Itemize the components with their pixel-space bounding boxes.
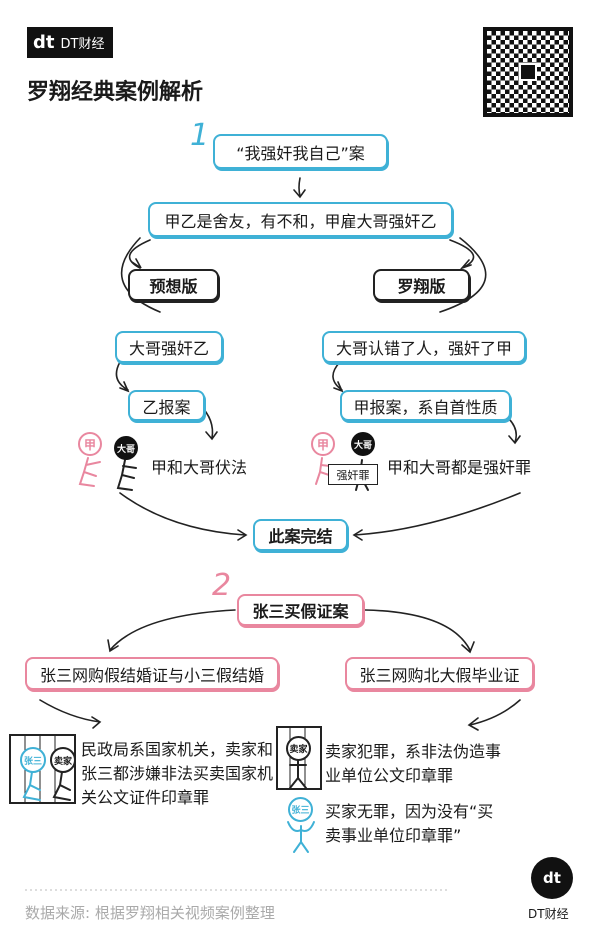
- footer-brand: DT财经: [528, 907, 569, 921]
- case2-title: 张三买假证案: [237, 594, 364, 626]
- figure-zhangsan-free: 张三: [288, 797, 313, 822]
- footer-source: 数据来源: 根据罗翔相关视频案例整理: [25, 904, 275, 922]
- brand-logo: dt DT财经: [27, 27, 113, 58]
- footer-logo-mark: dt: [543, 869, 561, 887]
- case1-number: 1: [190, 118, 210, 153]
- logo-mark: dt: [33, 32, 55, 53]
- case2-right-buyer-result: 买家无罪，因为没有“买卖事业单位印章罪”: [325, 802, 494, 845]
- footer-logo: dt: [531, 857, 573, 899]
- case1-right-result: 甲和大哥都是强奸罪: [387, 458, 532, 477]
- case1-left-label: 预想版: [128, 269, 219, 301]
- page-title: 罗翔经典案例解析: [27, 80, 204, 105]
- case1-left-step2: 乙报案: [128, 390, 205, 421]
- logo-text: DT财经: [60, 37, 105, 52]
- case1-right-step1: 大哥认错了人，强奸了甲: [322, 331, 526, 363]
- case1-right-step2: 甲报案，系自首性质: [340, 390, 511, 421]
- case2-left-result: 民政局系国家机关，卖家和张三都涉嫌非法买卖国家机关公文证件印章罪: [81, 740, 274, 807]
- case2-right-seller-result: 卖家犯罪，系非法伪造事业单位公文印章罪: [325, 742, 502, 785]
- case1-left-step1: 大哥强奸乙: [115, 331, 223, 363]
- figure-jia-left: 甲: [78, 432, 102, 456]
- case1-premise: 甲乙是舍友，有不和，甲雇大哥强奸乙: [148, 202, 453, 237]
- figure-dage-left: 大哥: [114, 436, 138, 460]
- case1-title: “我强奸我自己”案: [213, 134, 388, 169]
- figure-zhangsan-jailed: 张三: [20, 747, 46, 773]
- figure-dage-right: 大哥: [351, 432, 375, 456]
- case2-left-label: 张三网购假结婚证与小三假结婚: [25, 657, 279, 690]
- qr-code: [483, 27, 573, 117]
- case2-right-label: 张三网购北大假毕业证: [345, 657, 534, 690]
- figure-seller-right: 卖家: [286, 736, 311, 761]
- figure-jia-right: 甲: [311, 432, 335, 456]
- case1-end: 此案完结: [253, 519, 348, 551]
- case1-right-label: 罗翔版: [373, 269, 470, 301]
- case2-number: 2: [212, 568, 232, 603]
- qr-logo-icon: [519, 63, 537, 81]
- case1-left-result: 甲和大哥伏法: [151, 458, 248, 477]
- figure-seller-left: 卖家: [50, 747, 76, 773]
- crime-sign: 强奸罪: [328, 464, 378, 485]
